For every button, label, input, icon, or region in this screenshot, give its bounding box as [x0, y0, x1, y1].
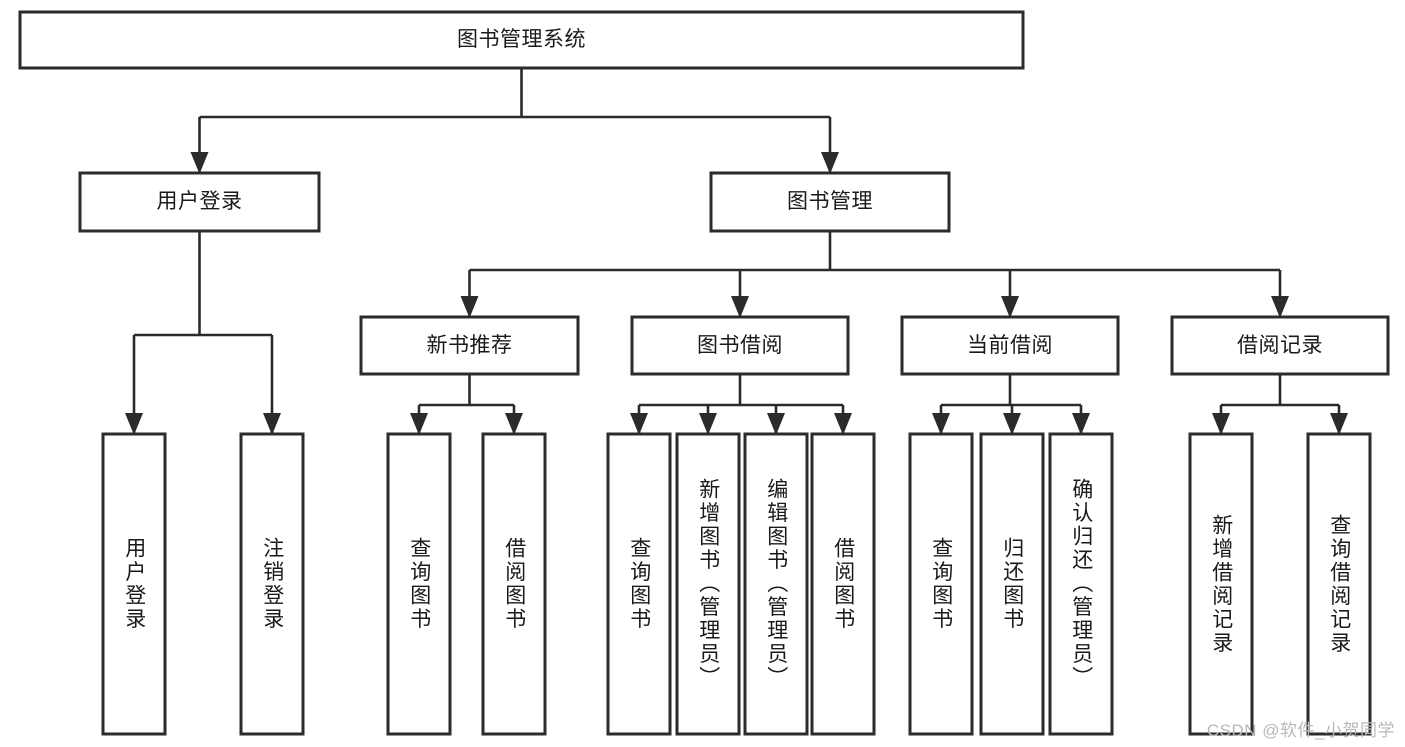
arrow-head-icon	[1072, 413, 1090, 435]
arrow-head-icon	[1212, 413, 1230, 435]
arrow-head-icon	[834, 413, 852, 435]
node-boxes	[18, 10, 1390, 736]
arrow-head-icon	[125, 413, 143, 435]
node-box-leaf-user-login[interactable]	[101, 432, 167, 736]
arrow-head-icon	[1330, 413, 1348, 435]
arrow-head-icon	[1003, 413, 1021, 435]
node-box-book-borrow[interactable]	[630, 315, 850, 376]
arrow-head-icon	[731, 296, 749, 318]
arrow-head-icon	[699, 413, 717, 435]
arrow-head-icon	[767, 413, 785, 435]
node-box-leaf-add-borrow-record[interactable]	[1188, 432, 1254, 736]
arrow-head-icon	[821, 152, 839, 174]
arrow-head-icon	[460, 296, 479, 318]
arrow-head-icon	[1271, 296, 1289, 318]
arrow-head-icon	[263, 413, 281, 435]
node-box-leaf-confirm-return[interactable]	[1048, 432, 1114, 736]
node-box-root[interactable]	[18, 10, 1025, 70]
connector-edges	[125, 68, 1348, 435]
node-box-leaf-return-book[interactable]	[979, 432, 1045, 736]
node-box-new-book-recommend[interactable]	[359, 315, 580, 376]
node-box-leaf-query-book-1[interactable]	[386, 432, 452, 736]
arrow-head-icon	[1001, 296, 1019, 318]
arrow-head-icon	[190, 152, 209, 174]
node-box-leaf-borrow-book-2[interactable]	[810, 432, 876, 736]
node-box-book-manage[interactable]	[709, 171, 951, 233]
arrow-head-icon	[410, 413, 428, 435]
node-box-leaf-query-book-3[interactable]	[908, 432, 974, 736]
node-box-leaf-user-logout[interactable]	[239, 432, 305, 736]
node-box-current-borrow[interactable]	[900, 315, 1120, 376]
node-box-borrow-record[interactable]	[1170, 315, 1390, 376]
node-box-user-login[interactable]	[78, 171, 321, 233]
node-box-leaf-query-book-2[interactable]	[606, 432, 672, 736]
arrow-head-icon	[630, 413, 648, 435]
arrow-head-icon	[505, 413, 523, 435]
node-box-leaf-borrow-book-1[interactable]	[481, 432, 547, 736]
node-box-leaf-add-book[interactable]	[675, 432, 741, 736]
node-box-leaf-edit-book[interactable]	[743, 432, 809, 736]
node-box-leaf-query-borrow-record[interactable]	[1306, 432, 1372, 736]
arrow-head-icon	[932, 413, 950, 435]
